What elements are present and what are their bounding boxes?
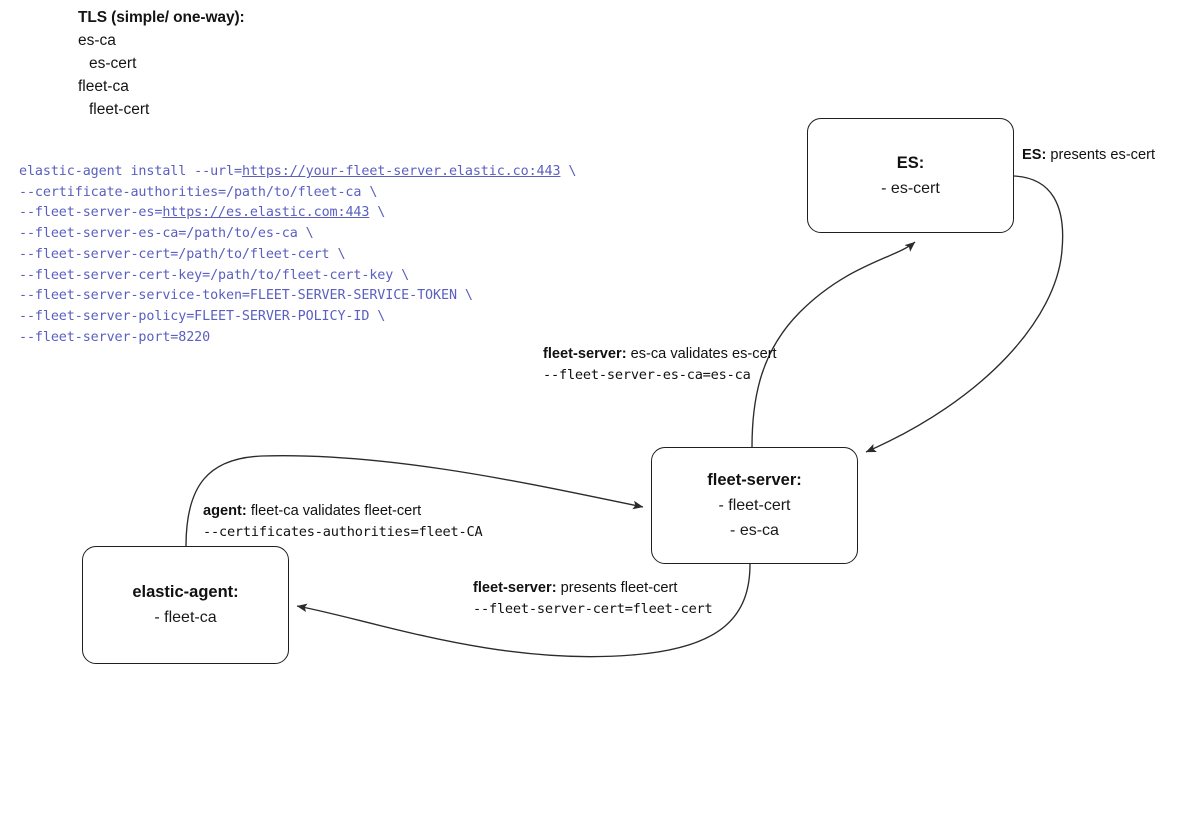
command-text: --fleet-server-policy=FLEET-SERVER-POLIC… bbox=[19, 308, 386, 324]
node-fleet-server: fleet-server: - fleet-cert - es-ca bbox=[651, 447, 858, 564]
command-text: --fleet-server-cert=/path/to/fleet-cert … bbox=[19, 246, 346, 262]
command-line-2: --certificate-authorities=/path/to/fleet… bbox=[19, 183, 576, 204]
legend-item-es-cert: es-cert bbox=[89, 55, 137, 72]
node-es-title: ES: bbox=[896, 153, 925, 172]
command-text: elastic-agent install --url= bbox=[19, 164, 242, 179]
node-fleet-server-title: fleet-server: bbox=[707, 471, 802, 489]
edge-label-es-presents-actor: ES: bbox=[1022, 147, 1047, 163]
command-url-link[interactable]: https://your-fleet-server.elastic.co:443 bbox=[241, 164, 561, 179]
edge-label-agent-validates-actor: agent: bbox=[203, 503, 247, 519]
command-line-1: elastic-agent install --url=https://your… bbox=[19, 162, 576, 183]
edge-label-agent-validates: agent: fleet-ca validates fleet-cert --c… bbox=[203, 501, 483, 543]
edge-label-fleet-presents-text: presents fleet-cert bbox=[556, 580, 678, 596]
command-line-9: --fleet-server-port=8220 bbox=[19, 328, 576, 349]
node-elastic-agent: elastic-agent: - fleet-ca bbox=[82, 546, 289, 664]
command-text: \ bbox=[369, 205, 386, 221]
legend-item-fleet-cert: fleet-cert bbox=[89, 101, 150, 118]
edge-label-fleet-server-validates: fleet-server: es-ca validates es-cert --… bbox=[543, 344, 777, 386]
edge-label-agent-validates-flag: --certificates-authorities=fleet-CA bbox=[203, 524, 483, 540]
legend-item-es-ca: es-ca bbox=[78, 32, 116, 49]
command-line-3: --fleet-server-es=https://es.elastic.com… bbox=[19, 203, 576, 224]
edge-label-fleet-validates-text: es-ca validates es-cert bbox=[626, 346, 777, 362]
node-elastic-agent-item-fleet-ca: - fleet-ca bbox=[154, 609, 217, 626]
command-text: --fleet-server-service-token=FLEET-SERVE… bbox=[19, 288, 473, 304]
edge-label-fleet-presents-actor: fleet-server: bbox=[473, 580, 557, 596]
command-line-4: --fleet-server-es-ca=/path/to/es-ca \ bbox=[19, 224, 576, 245]
command-text: --fleet-server-es-ca=/path/to/es-ca \ bbox=[19, 226, 314, 242]
edge-fleet-server-to-agent bbox=[296, 563, 751, 658]
command-text: --fleet-server-es= bbox=[19, 205, 163, 221]
command-text: --certificate-authorities=/path/to/fleet… bbox=[19, 184, 378, 200]
edge-label-es-presents-text: presents es-cert bbox=[1046, 147, 1156, 163]
command-text: --fleet-server-cert-key=/path/to/fleet-c… bbox=[19, 267, 410, 283]
node-es-item-es-cert: - es-cert bbox=[881, 179, 940, 197]
edge-label-fleet-presents-flag: --fleet-server-cert=fleet-cert bbox=[473, 601, 713, 617]
edge-label-es-presents: ES: presents es-cert bbox=[1022, 145, 1155, 166]
node-fleet-server-item-es-ca: - es-ca bbox=[730, 522, 779, 539]
node-fleet-server-item-fleet-cert: - fleet-cert bbox=[718, 497, 791, 514]
edge-agent-to-fleet-server bbox=[185, 455, 644, 547]
legend-title: TLS (simple/ one-way): bbox=[78, 9, 245, 26]
command-line-8: --fleet-server-policy=FLEET-SERVER-POLIC… bbox=[19, 307, 576, 328]
command-line-5: --fleet-server-cert=/path/to/fleet-cert … bbox=[19, 245, 576, 266]
edge-fleet-server-to-es bbox=[751, 241, 916, 448]
edge-es-to-fleet-server bbox=[865, 175, 1064, 453]
edge-label-agent-validates-text: fleet-ca validates fleet-cert bbox=[246, 503, 422, 519]
command-line-7: --fleet-server-service-token=FLEET-SERVE… bbox=[19, 286, 576, 307]
edge-label-fleet-validates-actor: fleet-server: bbox=[543, 346, 627, 362]
install-command-block: elastic-agent install --url=https://your… bbox=[19, 162, 576, 348]
edge-label-fleet-server-presents: fleet-server: presents fleet-cert --flee… bbox=[473, 578, 713, 620]
command-text: \ bbox=[560, 164, 577, 179]
edge-label-fleet-validates-flag: --fleet-server-es-ca=es-ca bbox=[543, 367, 751, 383]
node-elastic-agent-title: elastic-agent: bbox=[132, 583, 239, 601]
tls-legend: TLS (simple/ one-way): es-ca es-cert fle… bbox=[78, 6, 245, 121]
command-text: --fleet-server-port=8220 bbox=[19, 329, 211, 345]
command-url-link[interactable]: https://es.elastic.com:443 bbox=[162, 205, 370, 221]
command-line-6: --fleet-server-cert-key=/path/to/fleet-c… bbox=[19, 266, 576, 287]
legend-item-fleet-ca: fleet-ca bbox=[78, 78, 129, 95]
node-es: ES: - es-cert bbox=[807, 118, 1014, 233]
